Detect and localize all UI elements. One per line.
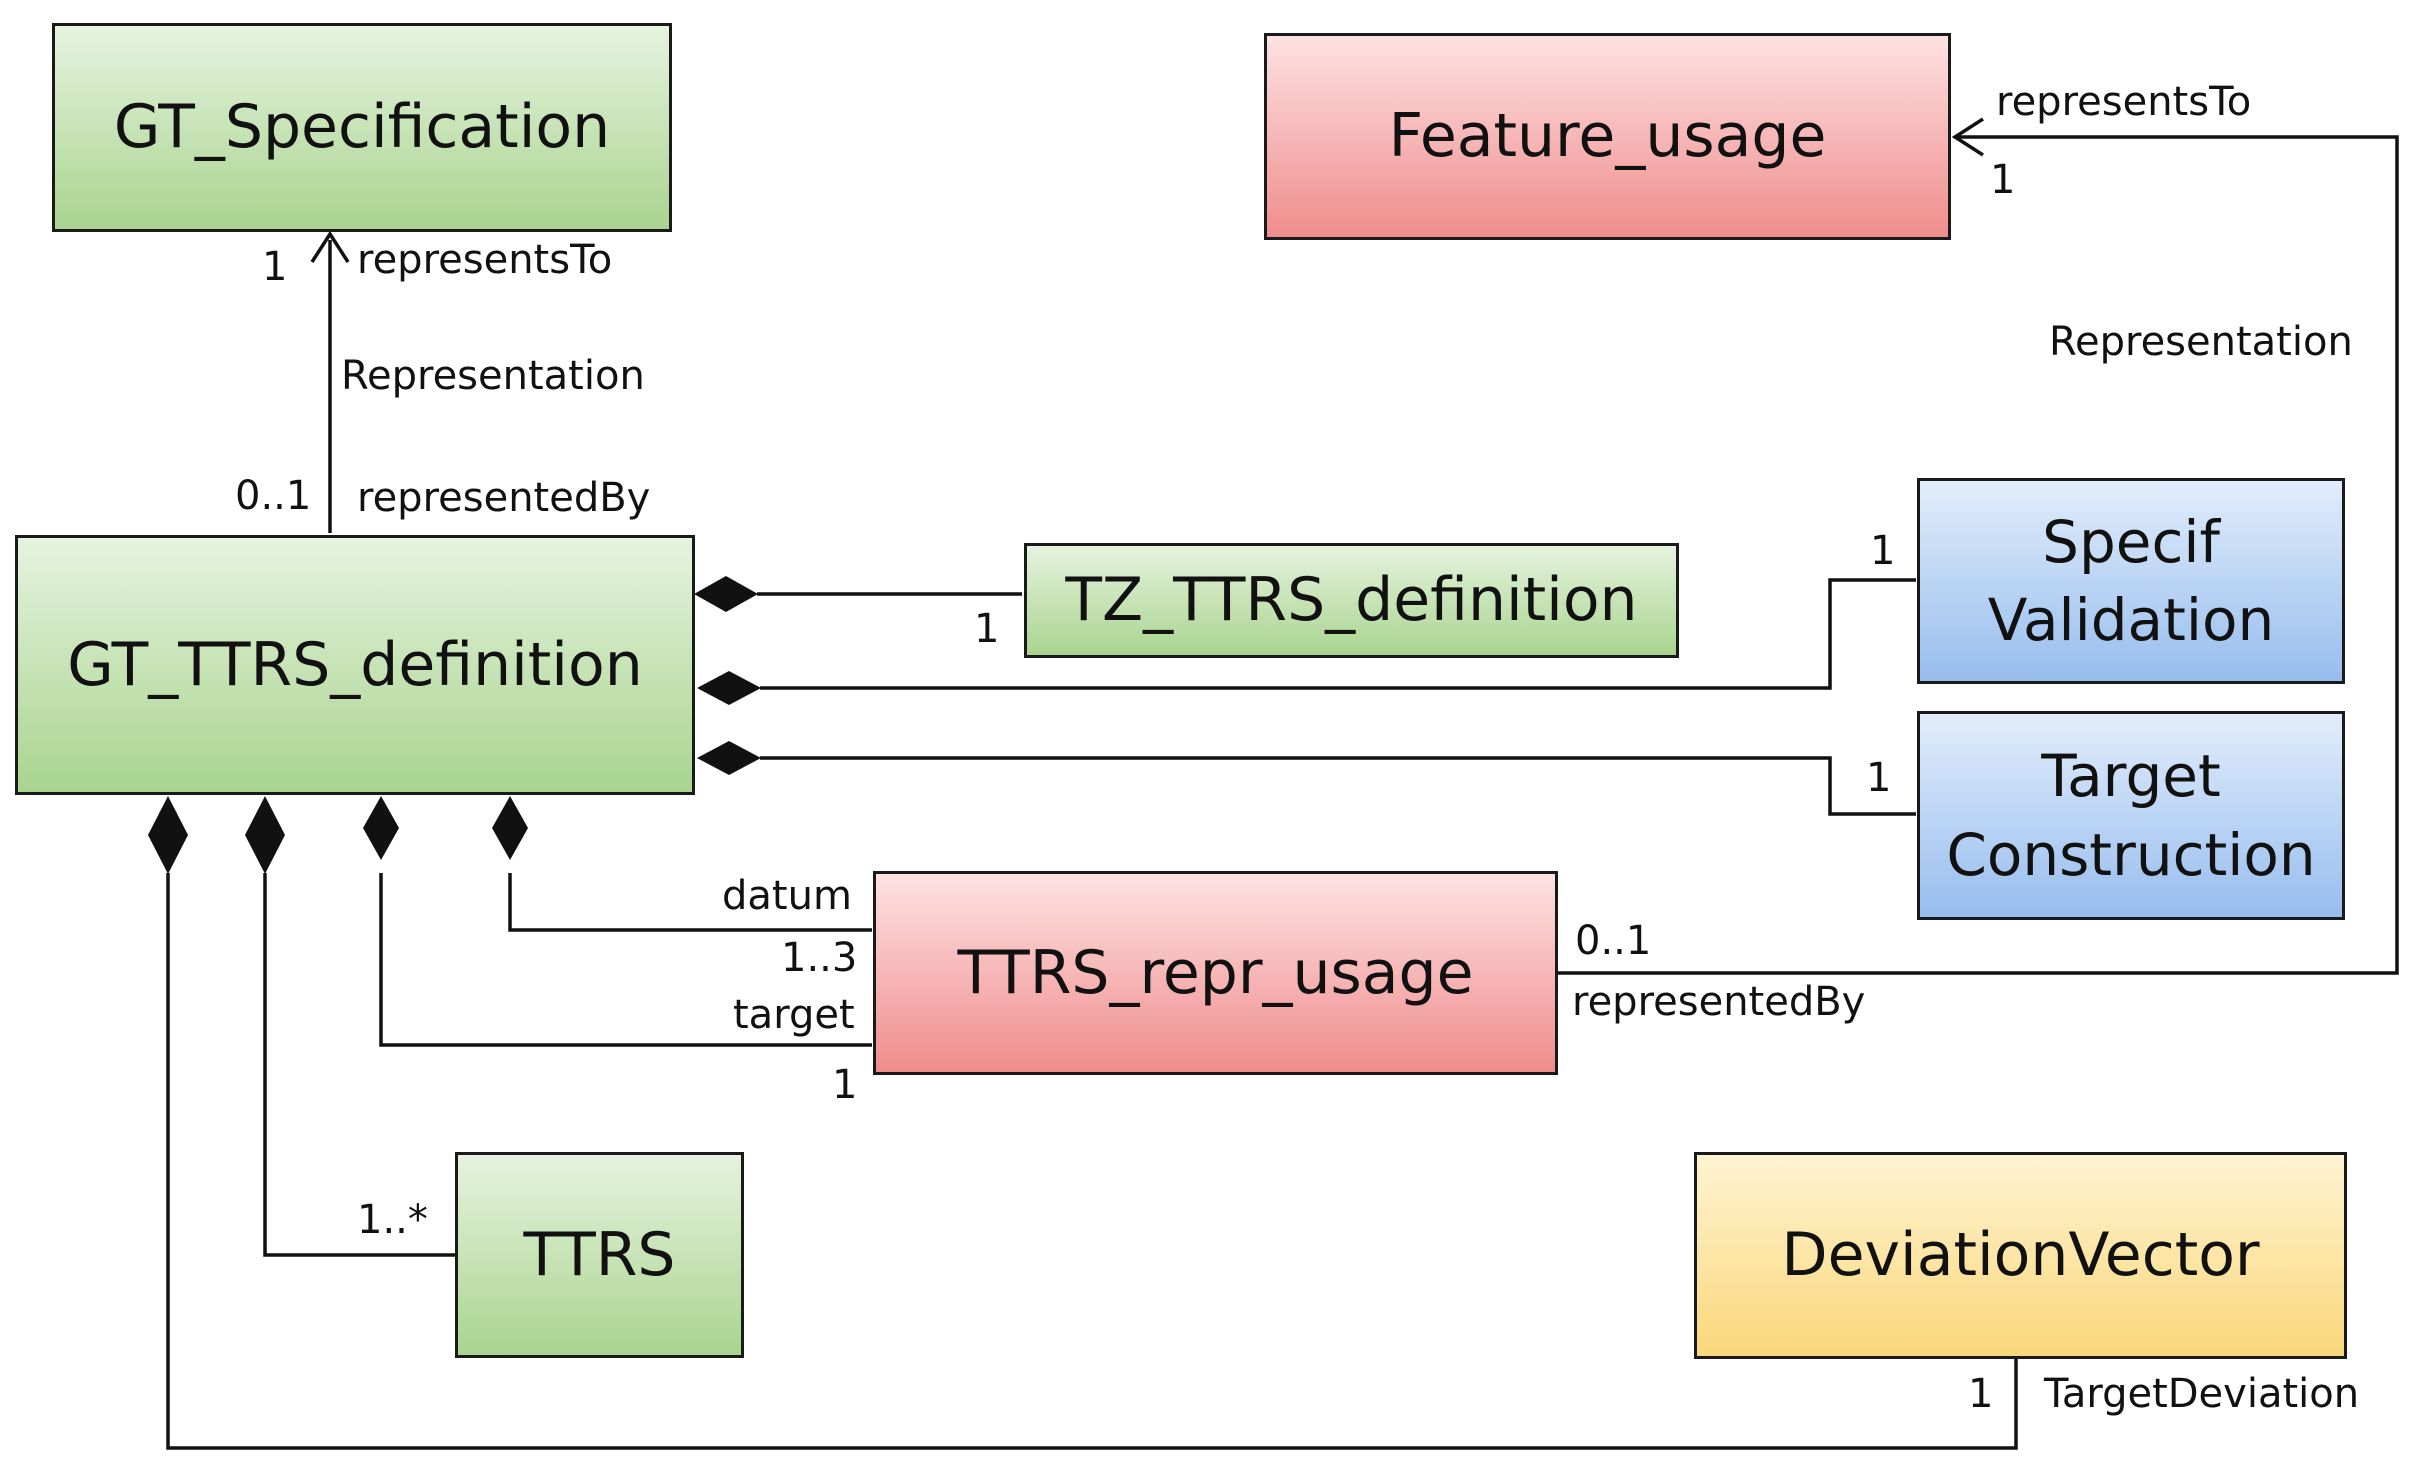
class-target-construction[interactable]: Target Construction [1917,711,2345,920]
datum-composition-diamond [492,796,528,860]
spec-multiplicity-bottom: 0..1 [235,473,312,519]
class-deviation-vector[interactable]: DeviationVector [1694,1152,2347,1359]
feature-role-represented-by: representedBy [1572,979,1866,1025]
feature-association-line [1556,135,2399,975]
class-name: TTRS [523,1219,676,1290]
target-multiplicity: 1 [1866,755,1892,801]
class-name: Target Construction [1946,742,2316,889]
spec-open-arrow [310,230,350,263]
feature-multiplicity-top: 1 [1990,157,2016,203]
class-name: GT_Specification [113,92,611,162]
spec-role-represented-by: representedBy [357,475,651,521]
feature-role-represents-to: representsTo [1996,79,2252,125]
target-composition-diamond [697,741,761,775]
tz-composition-diamond [694,576,758,612]
target-role-composition-line [379,873,872,1047]
class-specif-validation[interactable]: Specif Validation [1917,478,2345,684]
datum-multiplicity: 1..3 [781,935,858,981]
datum-role: datum [722,873,852,919]
deviation-composition-diamond [148,796,188,874]
class-name: DeviationVector [1781,1220,2260,1290]
class-gt-specification[interactable]: GT_Specification [52,23,672,232]
class-ttrs[interactable]: TTRS [455,1152,744,1358]
target-composition-line [760,756,1916,816]
specif-multiplicity: 1 [1870,528,1896,574]
class-name: Feature_usage [1388,101,1827,171]
ttrs-composition-line [263,873,455,1257]
spec-association-name: Representation [341,353,645,399]
specif-composition-line [760,578,1916,690]
deviation-multiplicity: 1 [1968,1371,1994,1417]
class-tz-ttrs-definition[interactable]: TZ_TTRS_definition [1024,543,1679,658]
feature-open-arrow [1951,117,1984,157]
class-gt-ttrs-definition[interactable]: GT_TTRS_definition [15,535,695,795]
class-name: TZ_TTRS_definition [1065,565,1638,635]
class-name: Specif Validation [1987,507,2275,654]
class-ttrs-repr-usage[interactable]: TTRS_repr_usage [873,871,1558,1075]
specif-composition-diamond [697,671,761,705]
class-name: TTRS_repr_usage [957,937,1474,1008]
spec-role-represents-to: representsTo [357,237,613,283]
target-role: target [733,992,855,1038]
class-feature-usage[interactable]: Feature_usage [1264,33,1951,240]
spec-multiplicity-top: 1 [262,244,288,290]
feature-association-name: Representation [2049,319,2353,365]
tz-multiplicity: 1 [974,606,1000,652]
feature-multiplicity-bottom: 0..1 [1575,918,1652,964]
ttrs-multiplicity: 1..* [357,1197,428,1243]
target-role-composition-diamond [363,796,399,860]
class-name: GT_TTRS_definition [67,629,643,700]
datum-composition-line [508,873,872,932]
ttrs-composition-diamond [245,796,285,874]
deviation-role: TargetDeviation [2044,1371,2360,1417]
target-role-multiplicity: 1 [832,1062,858,1108]
deviation-composition-line [166,873,2018,1450]
